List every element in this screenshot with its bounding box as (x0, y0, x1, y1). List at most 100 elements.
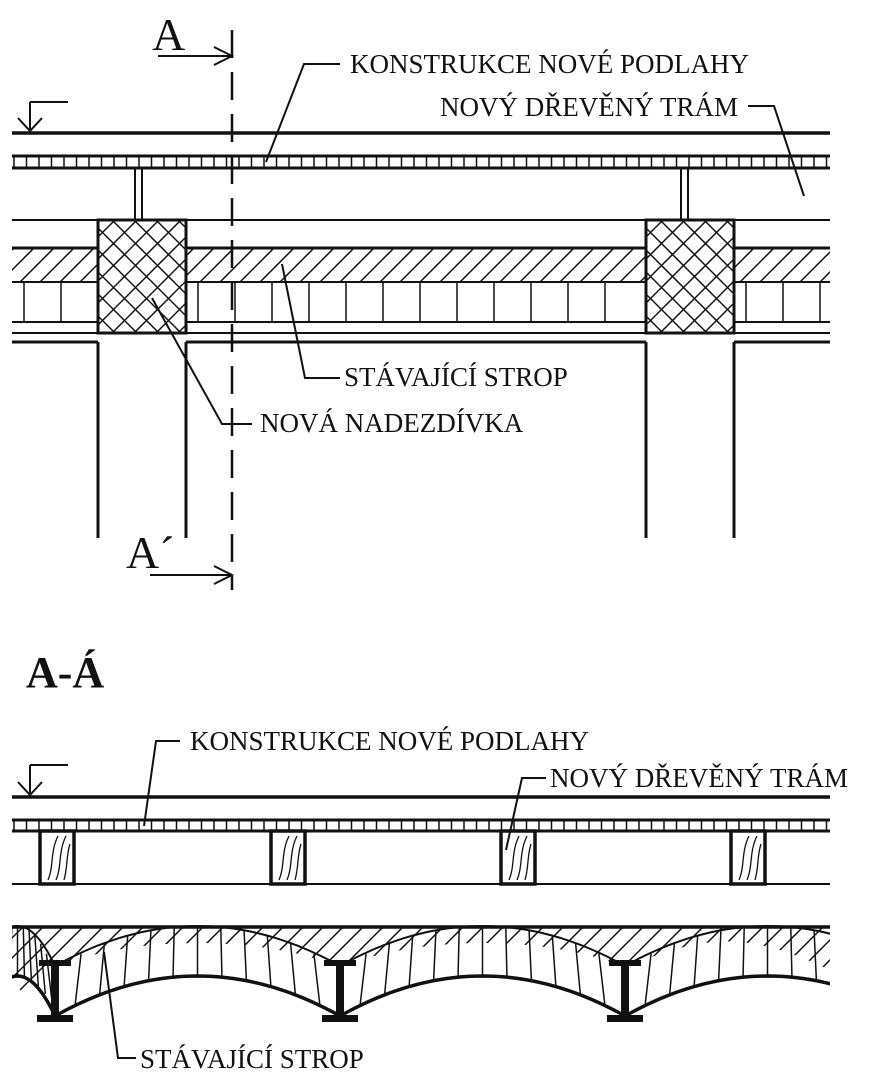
hatch-line (860, 248, 876, 282)
crosshatch-line (646, 220, 730, 305)
masonry-block-right (506, 218, 876, 335)
steel-i-beam (322, 960, 358, 1022)
vault-brick-joint (289, 943, 297, 994)
hatch-line (419, 248, 455, 282)
level-marker-top (17, 101, 68, 133)
vault-brick-joint (22, 927, 26, 978)
hatch-line (840, 248, 874, 282)
hatch-line (799, 250, 830, 282)
vault-brick-joint (359, 953, 367, 1004)
hatch-line (660, 248, 694, 282)
steel-i-beam (607, 960, 643, 1022)
crosshatch-line (133, 279, 186, 333)
vault-brick-joint (28, 930, 33, 981)
crosshatch-line (836, 220, 876, 333)
steel-i-beam (37, 960, 73, 1022)
wood-grain (278, 835, 302, 881)
vault-brick-joint (266, 935, 272, 987)
vault-brick-joint (837, 936, 841, 986)
vault-brick-joint (551, 935, 557, 987)
hatch-line (319, 248, 355, 282)
section-marker-a: A (152, 9, 185, 60)
vault-brick-joint (383, 943, 391, 994)
crosshatch-line (155, 301, 186, 333)
support-posts (134, 168, 689, 220)
section-marker-a-prime: A´ (126, 527, 175, 578)
vault-brick-joint (505, 927, 508, 978)
crosshatch-line (266, 220, 379, 333)
hatch-line (759, 248, 795, 282)
crosshatch-line (133, 220, 186, 274)
crosshatch-line (244, 220, 357, 333)
hatch-line (459, 927, 524, 991)
i-beam-part (322, 1015, 358, 1022)
crosshatch-line (222, 220, 335, 333)
vault-brick-joint (668, 943, 676, 994)
crosshatch-line (646, 235, 734, 327)
hatch-line (819, 927, 830, 991)
vault-brick-joint (34, 935, 40, 987)
crosshatch-line (222, 220, 335, 333)
crosshatch-line (646, 220, 708, 283)
hatch-line (739, 927, 804, 991)
crosshatch-line (836, 220, 876, 333)
crosshatch-line (681, 220, 734, 274)
vault-brick-joint (74, 953, 82, 1004)
hatch-line (539, 927, 604, 991)
vault-brick-joint (861, 944, 866, 994)
crosshatch-line (266, 220, 379, 333)
vault-brick-joint (528, 930, 533, 981)
vault-extrados (624, 924, 830, 967)
vault-brick-joint (598, 953, 606, 1004)
hatch-line (379, 248, 415, 282)
crosshatch-line (200, 220, 313, 333)
hatch-line (734, 248, 755, 270)
hatch-line (79, 927, 144, 991)
vault-brick-joint (12, 927, 13, 948)
hatch-line (739, 248, 775, 282)
crosshatch-line (200, 220, 313, 333)
hatch-line (779, 248, 815, 282)
vault-brick-joint (644, 953, 652, 1004)
crosshatch-line (506, 220, 619, 333)
section-arrow-a-prime (150, 565, 235, 585)
crosshatch-line (814, 220, 876, 333)
hatch-line (860, 248, 876, 282)
vault-brick-joint (147, 930, 152, 981)
hatch-line (680, 248, 714, 282)
i-beam-part (336, 960, 344, 1018)
i-beam-part (37, 1015, 73, 1022)
wood-grain (738, 835, 762, 881)
ceiling-hatching-top (12, 248, 876, 282)
hatch-line (819, 270, 830, 282)
vault-brick-joint (408, 935, 414, 987)
vault-brick-joint (172, 927, 175, 978)
hatch-line (619, 255, 645, 282)
hatch-line (100, 248, 134, 282)
crosshatch-line (98, 292, 138, 333)
crosshatch-line (659, 257, 734, 333)
hatch-line (12, 927, 44, 991)
hatch-line (359, 927, 424, 991)
vault-brick-joint (693, 935, 699, 987)
hatch-line (0, 927, 3, 990)
hatch-line (579, 248, 615, 282)
vault-brick-joint (813, 930, 818, 981)
hatch-line (840, 248, 874, 282)
hatch-line (499, 248, 535, 282)
wood-grain (508, 835, 532, 881)
wood-grain (47, 835, 71, 881)
hatch-line (479, 248, 515, 282)
hatch-line (12, 248, 15, 252)
hatch-line (299, 248, 335, 282)
floor-construction-bottom (12, 795, 830, 885)
floor-construction-top (12, 131, 830, 170)
hatch-line (319, 927, 384, 991)
hatch-line (539, 248, 575, 282)
i-beam-part (51, 960, 59, 1018)
label-existing-ceiling-bottom: STÁVAJÍCÍ STROP (140, 1044, 364, 1074)
vault-brick-joint (4, 930, 6, 980)
hatch-line (12, 927, 64, 991)
hatch-line (459, 248, 495, 282)
